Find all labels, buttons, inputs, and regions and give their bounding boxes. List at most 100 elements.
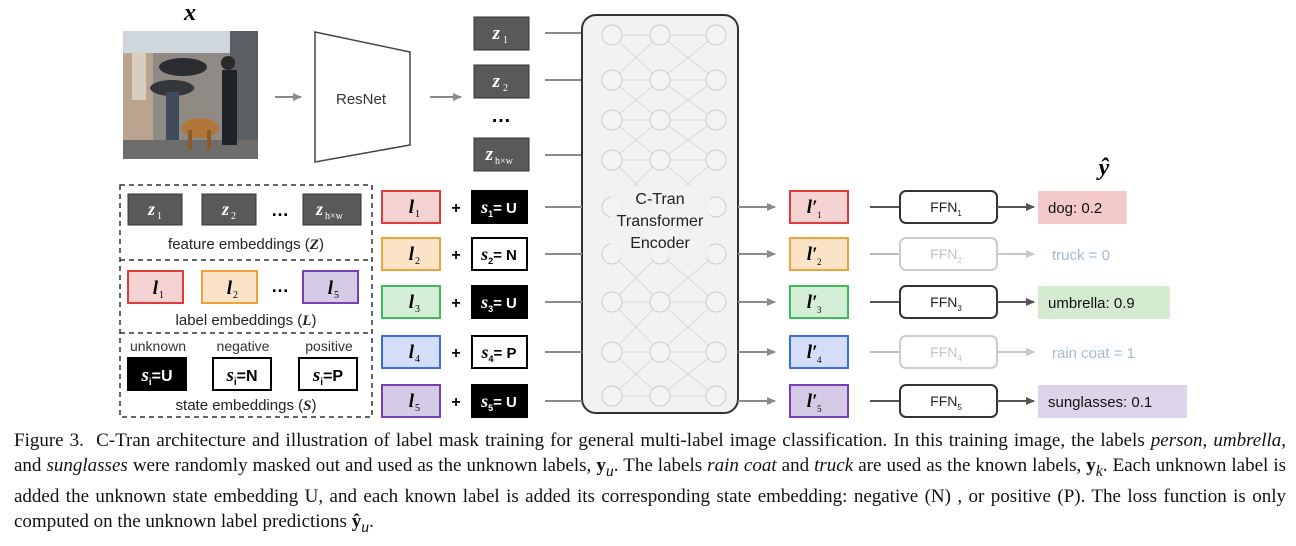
- figure-caption: Figure 3. C-Tran architecture and illust…: [14, 428, 1286, 540]
- caption-yhat-sub: u: [361, 518, 370, 536]
- feature-token-hw: z h×w: [473, 137, 530, 172]
- output-embedding-box: [789, 285, 849, 319]
- caption-text-5: . Each unknown label is added the unknow…: [14, 455, 1287, 532]
- attention-node: [705, 341, 727, 363]
- label-embedding-main: l: [409, 244, 415, 265]
- caption-text-6: .: [369, 510, 374, 532]
- prediction-box: [1038, 286, 1170, 319]
- caption-truck: truck: [814, 455, 854, 476]
- label-embedding-sub: 3: [415, 304, 420, 315]
- attention-node: [705, 149, 727, 171]
- output-embedding-text: l′: [807, 197, 818, 218]
- resnet-block: [314, 31, 411, 163]
- output-embedding-text: l′: [807, 244, 818, 265]
- feature-embeddings-caption: feature embeddings (Z): [168, 236, 324, 253]
- output-embedding-text: l′: [807, 342, 818, 363]
- attention-node: [705, 291, 727, 313]
- panel-label-ellipsis: …: [271, 276, 289, 296]
- image-label: x: [183, 0, 196, 26]
- state-symbol: si=U: [140, 365, 172, 388]
- caption-sep-2: , and: [14, 430, 1287, 476]
- caption-sep-1: ,: [1202, 430, 1214, 451]
- attention-node: [649, 149, 671, 171]
- attention-node: [705, 385, 727, 407]
- attention-node: [649, 69, 671, 91]
- attention-edge: [659, 351, 717, 397]
- token-sub: h×w: [495, 156, 514, 167]
- encoder-line-1: C-Tran: [635, 191, 684, 208]
- encoder-line-2: Transformer: [617, 213, 704, 230]
- ffn-label: FFN2: [930, 246, 962, 265]
- panel-feature-2: z 2: [201, 193, 257, 226]
- output-embedding-text: l′: [807, 292, 818, 313]
- attention-node: [601, 385, 623, 407]
- attention-edge: [611, 253, 661, 303]
- yhat-label: ŷ: [1096, 155, 1110, 181]
- attention-node: [649, 385, 671, 407]
- attention-node: [649, 109, 671, 131]
- label-embedding-box: [381, 237, 441, 271]
- state-embedding-text: s5= U: [480, 391, 517, 413]
- state-embedding-box: [471, 285, 528, 319]
- caption-sunglasses: sunglasses: [46, 455, 128, 476]
- label-embedding-main: l: [409, 391, 415, 412]
- token-main: z: [315, 199, 323, 219]
- prediction-text: dog: 0.2: [1048, 200, 1102, 217]
- state-embedding-box: [471, 190, 528, 224]
- label-main: l: [227, 278, 233, 299]
- plus-sign: +: [451, 394, 460, 411]
- caption-lead: Figure 3.: [14, 430, 84, 451]
- output-embedding-box: [789, 190, 849, 224]
- prediction-box: [1038, 385, 1187, 418]
- label-sub: 2: [233, 290, 238, 301]
- label-embedding-sub: 2: [415, 256, 420, 267]
- caption-text-4: are used as the known labels,: [853, 455, 1087, 476]
- token-main: z: [492, 71, 501, 92]
- state-symbol: si=N: [225, 365, 257, 388]
- caption-raincoat: rain coat: [707, 455, 777, 476]
- output-embedding-sub: 3: [817, 305, 822, 315]
- panel-feature-1: z 1: [127, 193, 183, 226]
- token-sub: 1: [503, 35, 508, 46]
- attention-edge: [659, 119, 717, 161]
- state-embedding-text: s3= U: [480, 292, 517, 314]
- output-embedding-box: [789, 335, 849, 369]
- attention-node: [705, 69, 727, 91]
- label-embedding-box: [381, 335, 441, 369]
- attention-edge: [659, 34, 717, 81]
- token-sub: 2: [231, 211, 236, 222]
- prediction-text: sunglasses: 0.1: [1048, 394, 1152, 411]
- attention-edge: [659, 253, 717, 303]
- output-embedding-sub: 2: [817, 257, 822, 267]
- prediction-box: [1038, 191, 1127, 224]
- output-embedding-sub: 4: [817, 355, 822, 365]
- label-embeddings-caption: label embeddings (L): [176, 312, 317, 329]
- label-embedding-main: l: [409, 292, 415, 313]
- caption-text-2: were randomly masked out and used as the…: [127, 455, 597, 476]
- output-embedding-text: l′: [807, 391, 818, 412]
- attention-node: [601, 109, 623, 131]
- caption-yk: y: [1086, 455, 1096, 476]
- label-embedding-sub: 4: [415, 354, 420, 365]
- plus-sign: +: [451, 345, 460, 362]
- architecture-diagram: x ResNet z 1 z 2 … z h×w: [119, 0, 1187, 418]
- token-connectors: [545, 32, 582, 156]
- label-embedding-main: l: [409, 197, 415, 218]
- label-embedding-main: l: [409, 342, 415, 363]
- state-header: unknown: [130, 338, 186, 354]
- attention-edge: [611, 351, 661, 397]
- plus-sign: +: [451, 247, 460, 264]
- token-main: z: [147, 199, 155, 219]
- state-embedding-text: s4= P: [481, 342, 517, 364]
- state-embedding-box: [471, 384, 528, 418]
- attention-node: [649, 24, 671, 46]
- output-embedding-box: [789, 237, 849, 271]
